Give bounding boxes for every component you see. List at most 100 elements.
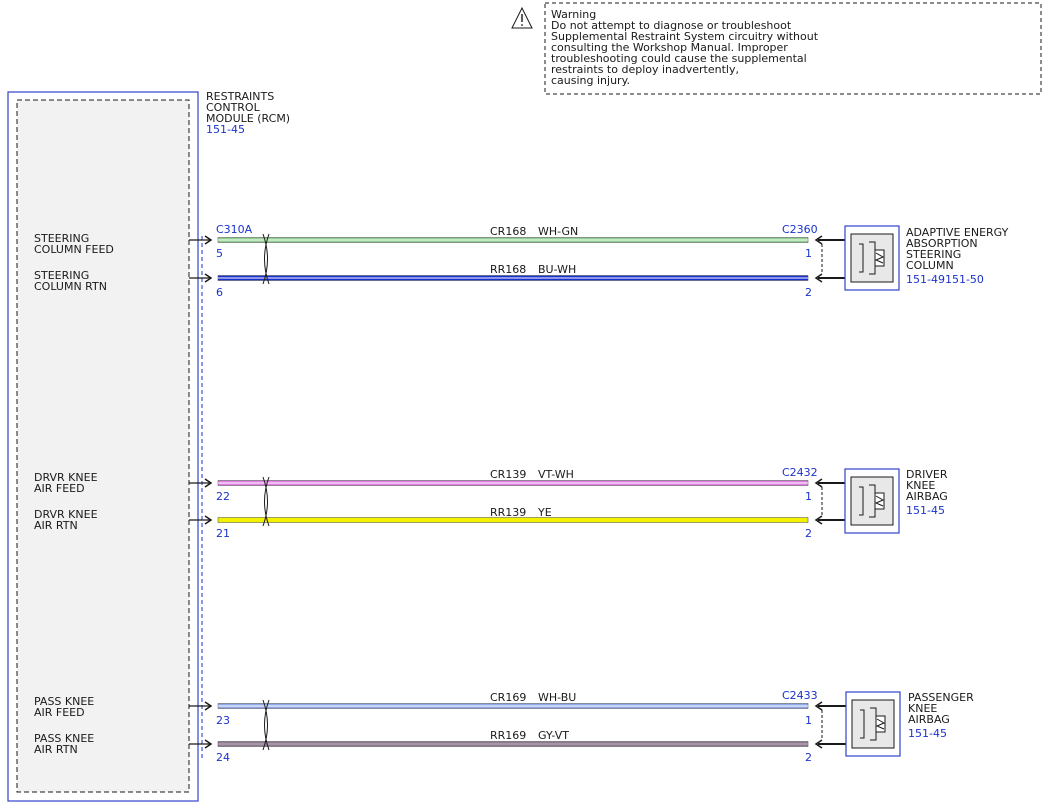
arrow-left-icon xyxy=(814,478,823,488)
arrow-left-icon xyxy=(814,739,823,749)
pin-label-line: STEERING xyxy=(34,232,89,245)
pin-label-line: AIR FEED xyxy=(34,706,85,719)
component-inner-box xyxy=(851,699,895,749)
warning-line: Supplemental Restraint System circuitry … xyxy=(551,30,819,43)
rcm-pin-number: 22 xyxy=(216,490,230,503)
rcm-pin-number: 6 xyxy=(216,286,223,299)
component-name-line: AIRBAG xyxy=(906,490,948,503)
wire-color-code: BU-WH xyxy=(538,263,576,276)
component-name-line: AIRBAG xyxy=(908,713,950,726)
component-name-line: PASSENGER xyxy=(908,691,974,704)
component-connector-label[interactable]: C2432 xyxy=(782,466,818,479)
rcm-name-line: CONTROL xyxy=(206,101,261,114)
circuit-id: RR169 xyxy=(490,729,526,742)
circuit-group-passenger-knee: PASS KNEE AIR FEED PASS KNEE AIR RTN 23 … xyxy=(34,689,974,764)
circuit-group-driver-knee: DRVR KNEE AIR FEED DRVR KNEE AIR RTN 22 … xyxy=(34,466,948,540)
pin-label-line: PASS KNEE xyxy=(34,695,94,708)
rcm-inner-box xyxy=(16,99,190,793)
warning-line: troubleshooting could cause the suppleme… xyxy=(551,52,807,65)
warning-line: Warning xyxy=(551,8,596,21)
rcm-module[interactable] xyxy=(7,91,203,802)
twisted-pair-icon xyxy=(264,476,270,527)
arrow-right-icon xyxy=(204,478,213,488)
component-pin-number: 2 xyxy=(805,751,812,764)
component-name-line: COLUMN xyxy=(906,259,954,272)
circuit-group-steering-column: STEERING COLUMN FEED STEERING COLUMN RTN… xyxy=(34,223,1009,299)
twisted-pair-icon xyxy=(264,699,270,751)
squib-bracket xyxy=(860,709,865,739)
component-pin-number: 1 xyxy=(805,247,812,260)
component-pin-number: 1 xyxy=(805,714,812,727)
circuit-id: RR139 xyxy=(490,506,526,519)
pin-label-line: AIR RTN xyxy=(34,743,78,756)
squib-zigzag xyxy=(874,495,885,507)
component-name-line: ADAPTIVE ENERGY xyxy=(906,226,1009,239)
twisted-pair-icon xyxy=(262,699,268,751)
component-name-line: KNEE xyxy=(908,702,937,715)
circuit-id: CR139 xyxy=(490,468,526,481)
squib-zigzag xyxy=(874,252,885,264)
twisted-pair-icon xyxy=(262,476,268,527)
component-name-line: KNEE xyxy=(906,479,935,492)
pin-label-line: DRVR KNEE xyxy=(34,508,98,521)
rcm-name-line: RESTRAINTS xyxy=(206,90,274,103)
rcm-pin-number: 24 xyxy=(216,751,230,764)
twisted-pair-icon xyxy=(264,233,270,285)
component-ref[interactable]: 151-45 xyxy=(906,504,945,517)
rcm-pin-number: 21 xyxy=(216,527,230,540)
wire-color-code: GY-VT xyxy=(538,729,569,742)
rcm-connector-label[interactable]: C310A xyxy=(216,223,253,236)
component-inner-box xyxy=(850,233,894,283)
warning-line: consulting the Workshop Manual. Improper xyxy=(551,41,788,54)
wire-color-code: WH-GN xyxy=(538,225,578,238)
pin-label-line: AIR FEED xyxy=(34,482,85,495)
arrow-left-icon xyxy=(814,273,823,283)
component-connector-label[interactable]: C2433 xyxy=(782,689,818,702)
component-pin-number: 2 xyxy=(805,286,812,299)
component-name-line: STEERING xyxy=(906,248,961,261)
rcm-ref[interactable]: 151-45 xyxy=(206,123,245,136)
arrow-right-icon xyxy=(204,515,213,525)
component-pin-number: 1 xyxy=(805,490,812,503)
pin-label-line: DRVR KNEE xyxy=(34,471,98,484)
arrow-left-icon xyxy=(814,235,823,245)
warning-line: restraints to deploy inadvertently, xyxy=(551,63,739,76)
pin-label-line: COLUMN RTN xyxy=(34,280,107,293)
component-name-line: ABSORPTION xyxy=(906,237,978,250)
rcm-pin-number: 23 xyxy=(216,714,230,727)
arrow-left-icon xyxy=(814,515,823,525)
warning-block: Warning Do not attempt to diagnose or tr… xyxy=(511,2,1042,95)
rcm-name-line: MODULE (RCM) xyxy=(206,112,290,125)
arrow-right-icon xyxy=(204,273,213,283)
squib-zigzag xyxy=(875,718,886,730)
component-ref[interactable]: 151-49151-50 xyxy=(906,273,984,286)
squib-bracket xyxy=(859,243,864,273)
circuit-id: CR169 xyxy=(490,691,526,704)
warning-line: causing injury. xyxy=(551,74,630,87)
pin-label-line: COLUMN FEED xyxy=(34,243,114,256)
wire[interactable] xyxy=(217,517,809,523)
squib-bracket xyxy=(859,486,864,516)
warning-box xyxy=(544,2,1042,95)
pin-label-line: AIR RTN xyxy=(34,519,78,532)
rcm-pin-number: 5 xyxy=(216,247,223,260)
component-name-line: DRIVER xyxy=(906,468,948,481)
wires-layer xyxy=(189,225,901,757)
warning-line: Do not attempt to diagnose or troublesho… xyxy=(551,19,792,32)
component-connector-label[interactable]: C2360 xyxy=(782,223,818,236)
warning-triangle-icon xyxy=(511,6,533,29)
component-ref[interactable]: 151-45 xyxy=(908,727,947,740)
wire-color-code: WH-BU xyxy=(538,691,576,704)
pin-label-line: PASS KNEE xyxy=(34,732,94,745)
circuit-id: CR168 xyxy=(490,225,526,238)
arrow-right-icon xyxy=(204,701,213,711)
twisted-pair-icon xyxy=(262,233,268,285)
wire-color-code: VT-WH xyxy=(538,468,574,481)
wire-color-code: YE xyxy=(537,506,552,519)
circuit-id: RR168 xyxy=(490,263,526,276)
component-pin-number: 2 xyxy=(805,527,812,540)
arrow-right-icon xyxy=(204,235,213,245)
arrow-left-icon xyxy=(814,701,823,711)
component-inner-box xyxy=(850,476,894,526)
